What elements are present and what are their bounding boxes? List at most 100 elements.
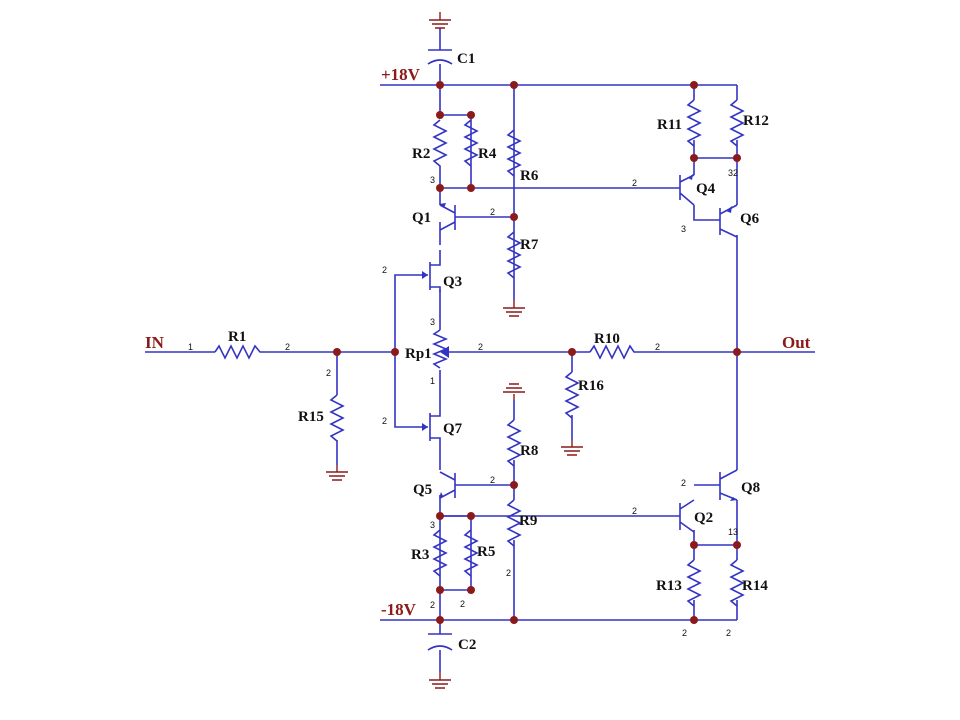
r3-label: R3 (411, 547, 429, 563)
r12-pin-32: 32 (728, 168, 738, 178)
rp1-label: Rp1 (405, 346, 432, 362)
r4-symbol (463, 119, 479, 167)
jfet-gates-net (394, 274, 415, 428)
r2-label: R2 (412, 146, 430, 162)
r14-pin-2: 2 (726, 628, 731, 638)
r2-pin-3: 3 (430, 175, 435, 185)
r11-r12-net (693, 85, 738, 159)
c1-ground-icon (429, 12, 451, 29)
r12-symbol (729, 99, 745, 147)
r15-symbol (329, 394, 345, 442)
r3-pin-3: 3 (430, 520, 435, 530)
q2-label: Q2 (694, 510, 713, 526)
r14-label: R14 (742, 578, 768, 594)
r13-pin-2: 2 (682, 628, 687, 638)
r7-label: R7 (520, 237, 539, 253)
r16-label: R16 (578, 378, 604, 394)
r5-label: R5 (477, 544, 495, 560)
q5-base-pin: 2 (490, 475, 495, 485)
r5-pin-2: 2 (460, 599, 465, 609)
positive-rail-label: +18V (381, 65, 421, 84)
q1-base-pin: 2 (490, 207, 495, 217)
q7-label: Q7 (443, 421, 463, 437)
q3-symbol (415, 260, 441, 292)
r15-ground-icon (326, 465, 348, 481)
r5-symbol (463, 529, 479, 577)
r16-ground-icon (561, 440, 583, 456)
r13-symbol (686, 559, 702, 607)
r2-symbol (432, 119, 448, 188)
rp1-symbol (431, 329, 449, 369)
r1-symbol (214, 344, 265, 360)
r10-label: R10 (594, 331, 620, 347)
c2-symbol (427, 633, 453, 651)
rp1-wiper-arrow (440, 346, 449, 358)
r4-label: R4 (478, 146, 497, 162)
transistors (415, 174, 738, 533)
r12-label: R12 (743, 113, 769, 129)
q4-pin-3: 3 (681, 224, 686, 234)
r6-symbol (506, 129, 522, 177)
q1-label: Q1 (412, 210, 431, 226)
q2-base-pin: 2 (632, 506, 637, 516)
rp1-pin-2: 2 (478, 342, 483, 352)
r1-label: R1 (228, 329, 246, 345)
q7-symbol (415, 410, 441, 445)
q3-gate-pin: 2 (382, 265, 387, 275)
r1-pin-2: 2 (285, 342, 290, 352)
input-label: IN (145, 333, 165, 352)
c1-symbol (427, 49, 453, 65)
r10-symbol (589, 344, 635, 360)
c2-label: C2 (458, 637, 476, 653)
rp1-pin-1: 1 (430, 376, 435, 386)
r13-r14-net (693, 545, 738, 620)
r2-r4-net (439, 85, 514, 189)
r3-symbol (432, 529, 448, 577)
pin-numbers: 1 2 2 2 2 2 2 2 2 2 32 13 2 3 2 2 2 2 2 … (188, 168, 738, 638)
q5-label: Q5 (413, 482, 432, 498)
r9-pin-2: 2 (506, 568, 511, 578)
resistors (214, 99, 745, 607)
r10-pin-2: 2 (655, 342, 660, 352)
r7-ground-icon (503, 300, 525, 317)
q7-gate-pin: 2 (382, 416, 387, 426)
r9-label: R9 (519, 513, 537, 529)
component-labels: R1 R10 R2 R4 R6 R7 R15 R16 R8 R9 R3 R5 R… (228, 51, 769, 653)
negative-rail-label: -18V (381, 600, 417, 619)
r15-label: R15 (298, 409, 324, 425)
q8-symbol (719, 469, 738, 501)
q5-symbol (439, 471, 456, 499)
net-labels: IN Out +18V -18V (145, 65, 811, 619)
r9-symbol (506, 499, 522, 547)
grounds (326, 12, 583, 689)
r6-r7-net (513, 85, 680, 300)
r8-ground-icon (503, 383, 525, 400)
q2-pin-2: 2 (681, 478, 686, 488)
r15-pin-2: 2 (326, 368, 331, 378)
q4-base-pin: 2 (632, 178, 637, 188)
q6-label: Q6 (740, 211, 760, 227)
q1-symbol (439, 204, 456, 231)
r13-label: R13 (656, 578, 682, 594)
r6-label: R6 (520, 168, 539, 184)
r1-pin-1: 1 (188, 342, 193, 352)
r8-symbol (506, 419, 522, 467)
r7-symbol (506, 231, 522, 279)
r11-symbol (686, 99, 702, 147)
capacitors (427, 49, 453, 651)
r8-label: R8 (520, 443, 538, 459)
q3-label: Q3 (443, 274, 462, 290)
r14-symbol (729, 559, 745, 607)
wires (145, 28, 815, 672)
q2-symbol (679, 499, 695, 533)
output-label: Out (782, 333, 811, 352)
r11-label: R11 (657, 117, 682, 133)
rp1-pin-3: 3 (430, 317, 435, 327)
q4-label: Q4 (696, 181, 716, 197)
r16-symbol (564, 371, 580, 419)
c2-ground-icon (429, 672, 451, 689)
r14-pin-13: 13 (728, 527, 738, 537)
q8-label: Q8 (741, 480, 760, 496)
c1-label: C1 (457, 51, 475, 67)
